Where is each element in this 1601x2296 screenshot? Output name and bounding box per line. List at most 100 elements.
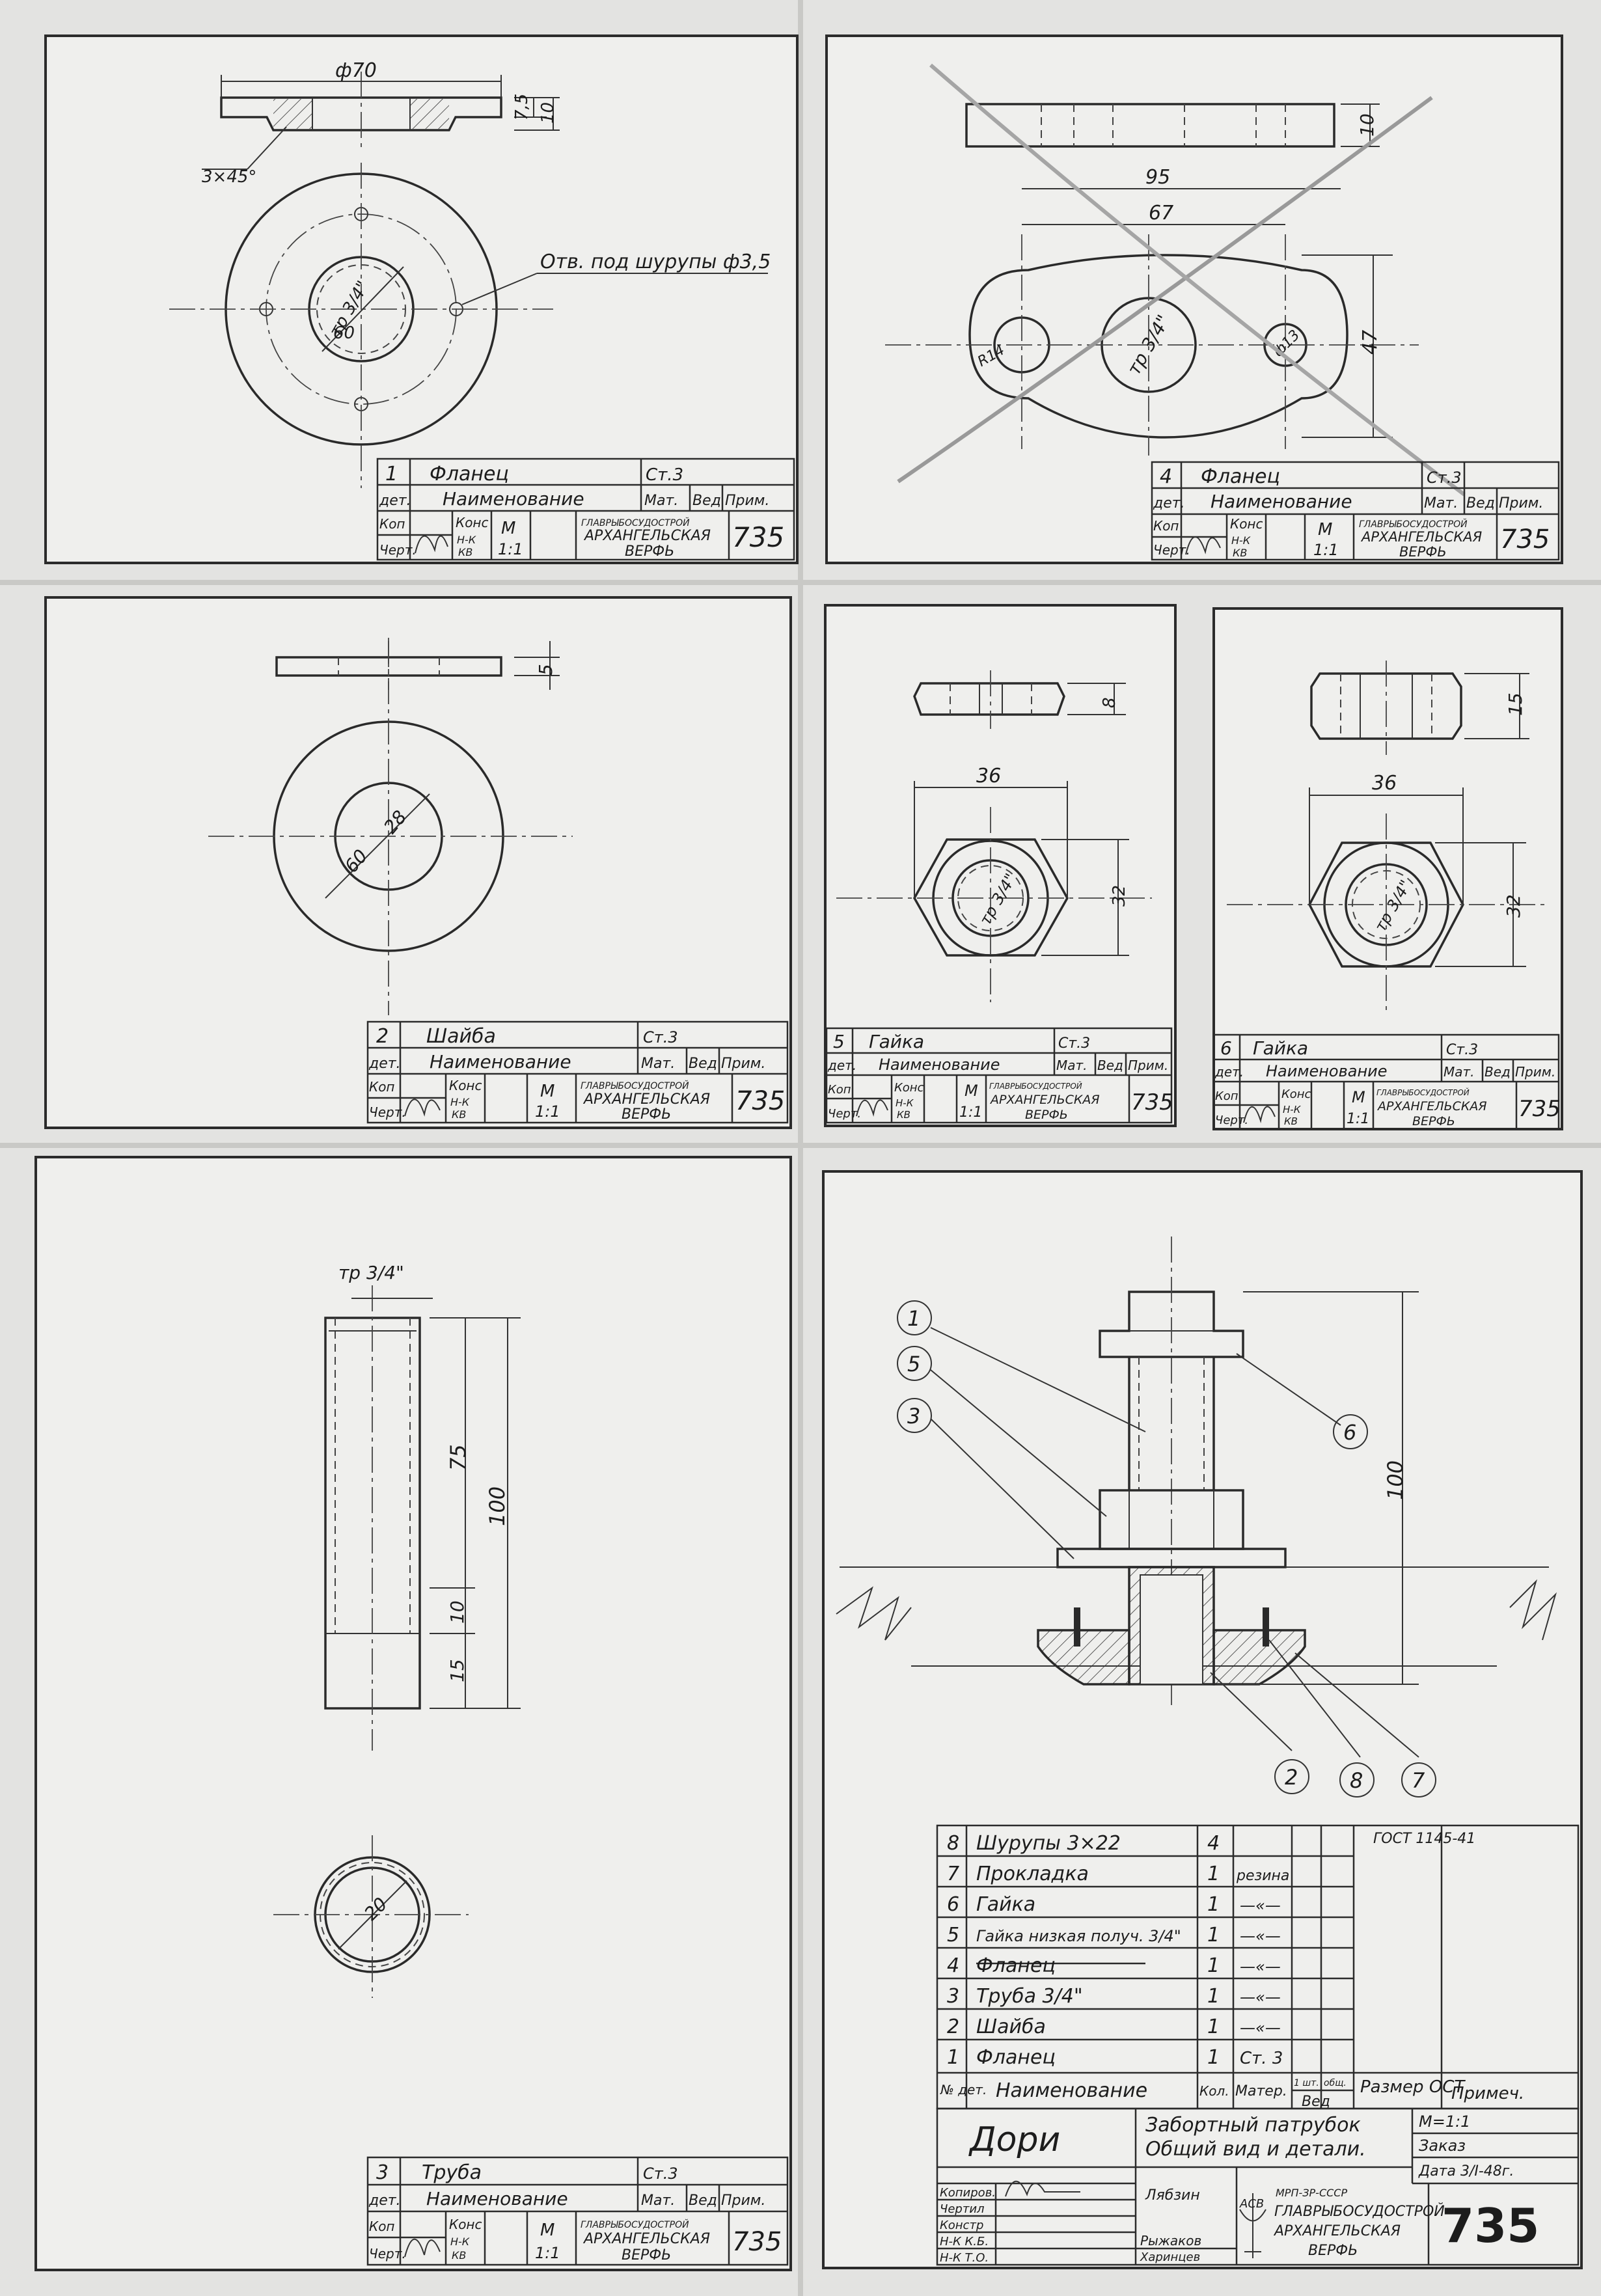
callout-2: 3: [897, 1398, 932, 1433]
tb1-h-ved: Вед: [692, 493, 721, 509]
bom-h-note: Примеч.: [1451, 2084, 1524, 2103]
dim-d2-5: 5: [535, 664, 556, 676]
tb6-sheet-number: 735: [1518, 1096, 1561, 1122]
bom-row-5-qty: 1: [1207, 1924, 1220, 1947]
tb6-name: Гайка: [1253, 1037, 1308, 1059]
bom-row-1-mat: Ст. 3: [1240, 2049, 1283, 2068]
tb6-h-m: М: [1352, 1088, 1365, 1106]
name-lyabzin: Лябзин: [1145, 2187, 1200, 2204]
tb1-h-m: М: [501, 519, 515, 538]
bom-row-4-qty: 1: [1207, 1954, 1220, 1977]
tb6-h-ved: Вед: [1485, 1064, 1511, 1080]
tb3-h-ved: Вед: [689, 2193, 717, 2209]
tb1-h-prim: Прим.: [725, 493, 769, 509]
tb6-h-det: дет.: [1214, 1064, 1244, 1080]
panel-detail-1: ф70 7,5 10 3×45° тр 3/4" 60 Отв. под шур…: [44, 34, 799, 564]
tb4-h-ved: Вед: [1466, 495, 1495, 512]
bom-row-6-mat: —«—: [1240, 1896, 1281, 1915]
main-org-2: ВЕРФЬ: [1308, 2243, 1358, 2259]
dim-d5-8: 8: [1100, 697, 1119, 708]
bom-row-5-mat: —«—: [1240, 1927, 1281, 1945]
svg-text:2: 2: [1285, 1765, 1298, 1790]
tb6-h-chert: Черт.: [1215, 1114, 1248, 1127]
tb3-h-nk: Н-К: [450, 2235, 470, 2248]
tb2-h-m: М: [540, 1082, 554, 1101]
dim-d4-67: 67: [1149, 202, 1173, 225]
main-date: Дата 3/I-48г.: [1418, 2163, 1514, 2180]
tb1-h-nk: Н-К: [457, 534, 476, 546]
dim-asm-100: 100: [1383, 1460, 1408, 1500]
tb4-h-m: М: [1318, 520, 1332, 540]
pencil-stroke-2: [929, 63, 1466, 497]
asv-logo-icon: АСВ: [1239, 2193, 1266, 2258]
main-org-1: АРХАНГЕЛЬСКАЯ: [1273, 2223, 1401, 2239]
tb2-org-2: ВЕРФЬ: [622, 1106, 671, 1123]
tb4-h-nk: Н-К: [1231, 534, 1251, 547]
tb4-org-1: АРХАНГЕЛЬСКАЯ: [1360, 529, 1483, 545]
bom-row-7-mat: резина: [1236, 1868, 1289, 1884]
role-nk-kb: Н-К К.Б.: [940, 2235, 989, 2248]
tb4-num: 4: [1160, 465, 1172, 488]
tb1-h-kop: Коп: [379, 516, 405, 532]
tb2-org-0: ГЛАВРЫБОСУДОСТРОЙ: [581, 1080, 689, 1091]
tb5-h-prim: Прим.: [1128, 1058, 1168, 1073]
tb1-signature-icon: [415, 535, 448, 554]
role-nk-to: Н-К Т.О.: [940, 2251, 989, 2265]
bom-row-8-note: ГОСТ 1145-41: [1373, 1831, 1475, 1847]
tb6-h-nk: Н-К: [1283, 1104, 1302, 1115]
panel-assembly: 100 1 5 3 6 2 8 7 8 Шуру: [822, 1170, 1583, 2269]
tb2-h-det: дет.: [368, 1056, 401, 1072]
dim-d1-dia: ф70: [335, 59, 377, 82]
panel-detail-2: 5 28 60 2 Шайба Ст.3 дет. Наименование М…: [44, 596, 792, 1129]
bom-h-name: Наименование: [996, 2079, 1147, 2102]
tb3-h-kop: Коп: [369, 2219, 395, 2234]
tb4-h-kop: Коп: [1153, 518, 1179, 534]
tb2-h-prim: Прим.: [721, 1056, 765, 1072]
bom-row-2-mat: —«—: [1240, 2019, 1281, 2037]
svg-text:8: 8: [1350, 1768, 1363, 1793]
bom-h-w2: общ.: [1324, 2078, 1347, 2088]
tb4-signature-icon: [1185, 536, 1221, 555]
tb6-h-kv: КВ: [1284, 1115, 1298, 1127]
bom-row-4-n: 4: [947, 1954, 959, 1977]
panel-detail-6: 15 36 32 тр 3/4" 6 Гайка Ст.3 дет. Наиме…: [1212, 607, 1563, 1130]
callout-7: 7: [1401, 1762, 1436, 1797]
bom-row-3-name: Труба 3/4": [976, 1985, 1083, 2008]
tb1-org-2: ВЕРФЬ: [625, 543, 674, 560]
title-block-4: 4 Фланец Ст.3 дет. Наименование Мат. Вед…: [1151, 461, 1560, 561]
dim-d1-chamfer: 3×45°: [202, 167, 256, 187]
dim-d4-95: 95: [1145, 166, 1170, 189]
bom-h-w1: 1 шт.: [1294, 2078, 1319, 2088]
tb6-mat: Ст.3: [1446, 1042, 1478, 1058]
tb3-h-mat: Мат.: [641, 2193, 675, 2209]
dim-d3-15: 15: [446, 1659, 468, 1682]
bom-row-4-mat: —«—: [1240, 1958, 1281, 1976]
tb6-org-0: ГЛАВРЫБОСУДОСТРОЙ: [1376, 1087, 1470, 1097]
title-block-1: 1 Фланец Ст.3 дет. Наименование Мат. Вед…: [376, 458, 795, 561]
tb6-h-kop: Коп: [1215, 1089, 1238, 1103]
bom-row-7-n: 7: [947, 1863, 959, 1885]
tb1-sheet-number: 735: [732, 521, 784, 553]
tb4-name: Фланец: [1201, 465, 1280, 488]
tb2-h-kv: КВ: [452, 1108, 466, 1121]
tb6-h-kons: Конс: [1281, 1087, 1311, 1101]
dim-d3-75: 75: [446, 1444, 471, 1471]
tb3-h-chert: Черт.: [369, 2246, 406, 2262]
bom-row-8-name: Шурупы 3×22: [976, 1832, 1121, 1855]
panel-detail-5: 8 36 32 тр 3/4" 5 Гайка Ст.3 дет. Наимен…: [824, 604, 1177, 1127]
dim-d5-32: 32: [1110, 885, 1129, 907]
panel-detail-4: 10 95 67 47 R14 тр 3/4" ф13 4 Фланец Ст: [825, 34, 1563, 564]
dim-d3-10: 10: [446, 1600, 468, 1624]
tb5-h-mat: Мат.: [1056, 1058, 1088, 1073]
tb5-org-2: ВЕРФЬ: [1025, 1108, 1068, 1122]
title-block-2: 2 Шайба Ст.3 дет. Наименование Мат. Вед …: [366, 1020, 789, 1124]
tb3-sheet-number: 735: [732, 2227, 782, 2257]
bom-row-1-n: 1: [947, 2046, 959, 2069]
bom-row-6-qty: 1: [1207, 1893, 1220, 1916]
bom-row-3-qty: 1: [1207, 1985, 1220, 2008]
tb2-h-chert: Черт.: [369, 1104, 406, 1120]
tb4-org-2: ВЕРФЬ: [1399, 544, 1447, 560]
role-kopirov: Копиров.: [940, 2186, 996, 2200]
tb5-h-m: М: [965, 1082, 978, 1100]
bom-h-mat: Матер.: [1235, 2083, 1287, 2099]
